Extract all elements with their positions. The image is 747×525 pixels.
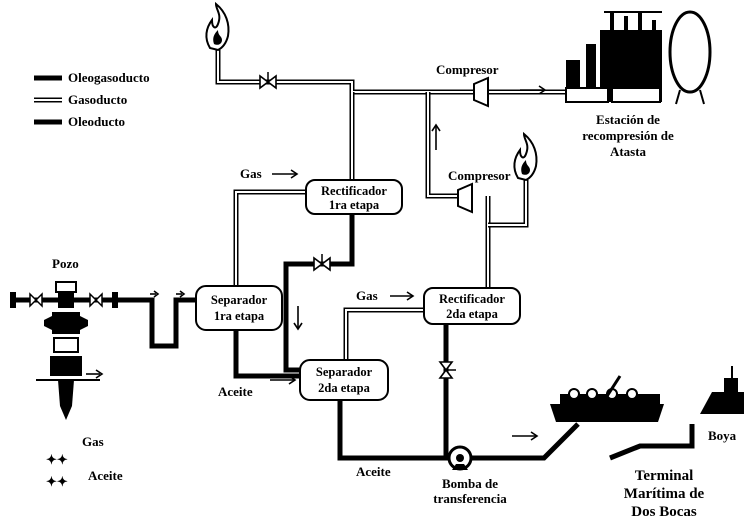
atasta-line2: recompresión de — [582, 128, 674, 143]
gas-label-1: Gas — [240, 166, 262, 181]
rect2-line2: 2da etapa — [446, 307, 498, 321]
bomba-line1: Bomba de — [442, 476, 498, 491]
pozo-flow-marks-2: ✦✦ — [46, 452, 68, 467]
terminal-tanker-icon — [550, 375, 664, 422]
flare-1-icon — [205, 1, 230, 52]
aceite-label-2: Aceite — [356, 464, 391, 479]
estacion-atasta-icon — [565, 10, 712, 105]
valve-flare — [259, 72, 277, 90]
gas-label-2: Gas — [356, 288, 378, 303]
separador-1ra-etapa: Separador 1ra etapa — [195, 285, 283, 331]
sep2-line1: Separador — [316, 365, 373, 379]
terminal-line2: Marítima de — [624, 486, 705, 502]
valve-rect1 — [313, 254, 331, 272]
flare-2-icon — [513, 131, 538, 182]
rect1-line1: Rectificador — [321, 184, 387, 198]
rect2-line1: Rectificador — [439, 292, 505, 306]
rect1-line2: 1ra etapa — [329, 198, 380, 212]
legend: Oleogasoducto Gasoducto Oleoducto — [34, 70, 150, 129]
oil-pipes — [118, 214, 695, 461]
bomba-de-transferencia-icon — [447, 445, 473, 471]
terminal-line3: Dos Bocas — [631, 504, 697, 520]
separador-2da-etapa: Separador 2da etapa — [299, 359, 389, 401]
pozo-label: Pozo — [52, 256, 79, 271]
terminal-name: Terminal Marítima de Dos Bocas — [624, 468, 705, 520]
atasta-line1: Estación de — [596, 112, 660, 127]
legend-gasoducto-label: Gasoducto — [68, 92, 127, 107]
compresor-2-label: Compresor — [448, 168, 511, 183]
terminal-line1: Terminal — [635, 468, 694, 484]
gas-pipes — [215, 50, 566, 365]
compresor-1-symbol — [473, 76, 489, 108]
aceite-label-1: Aceite — [218, 384, 253, 399]
labels: Pozo Gas Aceite Gas Gas Aceite Aceite Co… — [46, 62, 737, 489]
sep2-line2: 2da etapa — [318, 381, 370, 395]
sep1-line2: 1ra etapa — [214, 309, 265, 323]
compresor-1-label: Compresor — [436, 62, 499, 77]
boya-label: Boya — [708, 428, 737, 443]
flow-arrows — [150, 85, 547, 441]
pozo-flow-marks: ✦✦ — [46, 474, 68, 489]
gas-pozo-label: Gas — [82, 434, 104, 449]
atasta-line3: Atasta — [610, 144, 647, 159]
bomba-line2: transferencia — [433, 491, 507, 506]
bomba-name: Bomba de transferencia — [433, 476, 507, 506]
rectificador-2da-etapa: Rectificador 2da etapa — [423, 287, 521, 325]
buque-icon — [700, 366, 744, 414]
compresor-2-symbol — [457, 182, 473, 214]
legend-oleoducto-label: Oleoducto — [68, 114, 125, 129]
sep1-line1: Separador — [211, 293, 268, 307]
pozo-wellhead — [10, 281, 118, 420]
legend-oleogasoducto-label: Oleogasoducto — [68, 70, 150, 85]
rectificador-1ra-etapa: Rectificador 1ra etapa — [305, 179, 403, 215]
aceite-pozo-label: Aceite — [88, 468, 123, 483]
valve-rect2 — [438, 361, 456, 379]
station-atasta-name: Estación de recompresión de Atasta — [582, 112, 674, 159]
